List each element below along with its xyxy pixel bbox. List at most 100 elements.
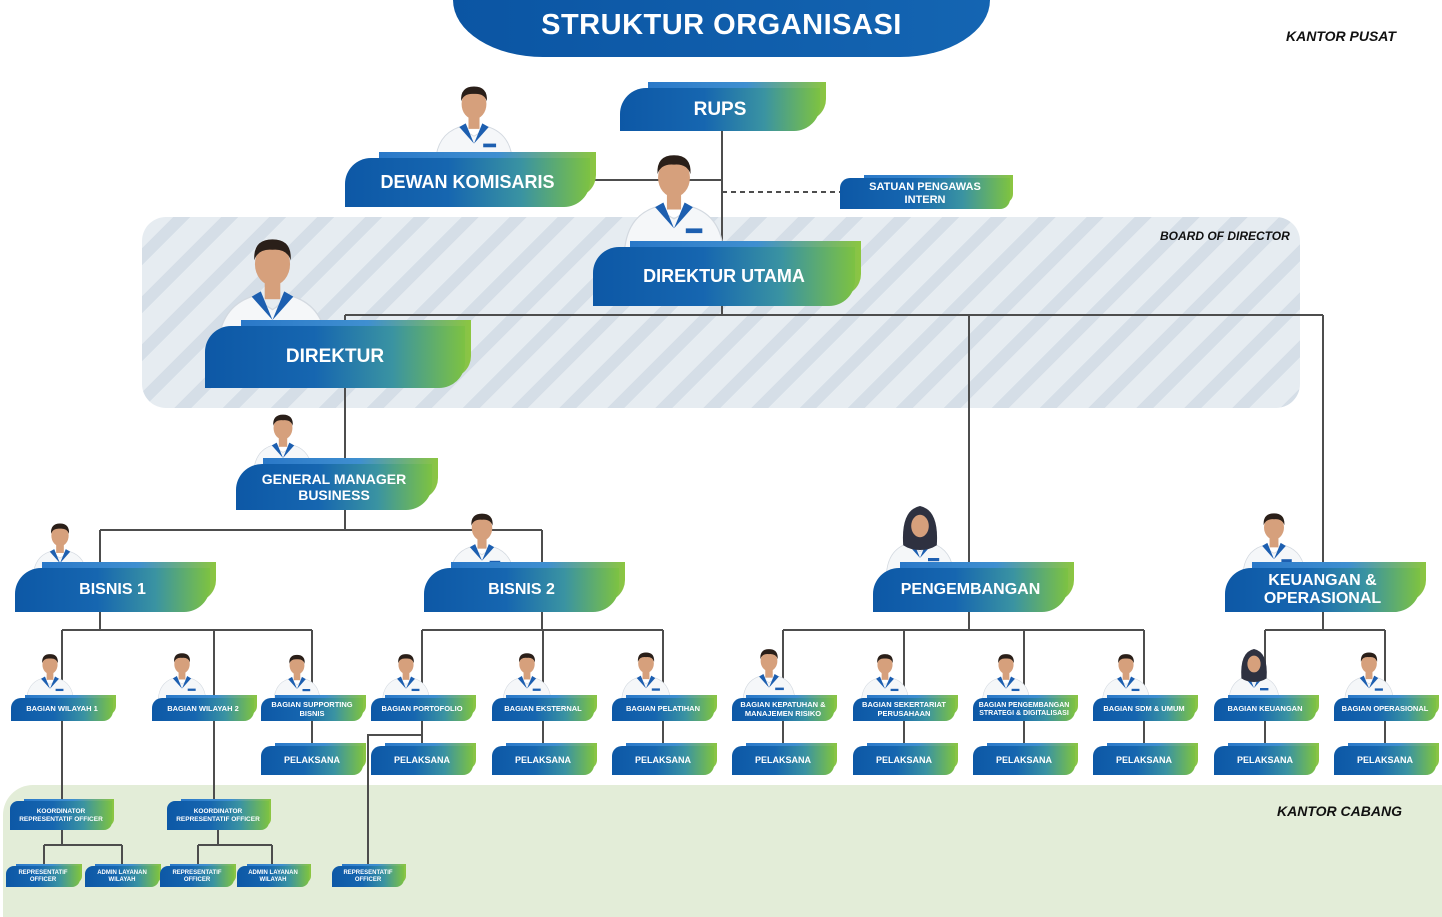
line-bisnis1-units (61, 610, 313, 700)
tag-koordinator-representatif-officer: KOORDINATOR REPRESENTATIF OFFICER (167, 799, 271, 830)
tag-label: PELAKSANA (514, 754, 571, 765)
tag-direktur-utama: DIREKTUR UTAMA (593, 241, 861, 306)
person-photo-dewan-komisaris (425, 70, 523, 162)
tag-pelaksana: PELAKSANA (492, 743, 597, 775)
tag-pelaksana: PELAKSANA (371, 743, 476, 775)
person-photo-bagian-pengembangan-strategi (978, 636, 1034, 700)
tag-general-manager-business: GENERAL MANAGER BUSINESS (236, 458, 438, 510)
tag-pelaksana: PELAKSANA (973, 743, 1078, 775)
tag-koordinator-representatif-officer: KOORDINATOR REPRESENTATIF OFFICER (10, 799, 114, 830)
tag-dewan-komisaris: DEWAN KOMISARIS (345, 152, 596, 207)
tag-admin-layanan-wilayah: ADMIN LAYANAN WILAYAH (85, 864, 161, 887)
tag-bagian-supporting-bisnis: BAGIAN SUPPORTING BISNIS (261, 695, 366, 721)
tag-pelaksana: PELAKSANA (1093, 743, 1198, 775)
tag-bagian-eksternal: BAGIAN EKSTERNAL (492, 695, 597, 721)
tag-label: REPRESENTATIF OFFICER (172, 869, 222, 883)
tag-label: PELAKSANA (995, 754, 1052, 765)
tag-pelaksana: PELAKSANA (261, 743, 366, 775)
tag-label: PENGEMBANGAN (900, 580, 1041, 598)
tag-label: SATUAN PENGAWAS INTERN (869, 181, 981, 206)
person-photo-bagian-keuangan (1224, 640, 1284, 700)
kantor-cabang-label: KANTOR CABANG (1277, 803, 1402, 819)
tag-label: BAGIAN PENGEMBANGAN STRATEGI & DIGITALIS… (978, 701, 1070, 717)
tag-label: BAGIAN KEUANGAN (1227, 704, 1303, 714)
person-photo-bagian-sdm-umum (1098, 640, 1154, 700)
tag-label: DIREKTUR (285, 346, 385, 368)
tag-bagian-sekertariat-perusahaan: BAGIAN SEKERTARIAT PERUSAHAAN (853, 695, 958, 721)
tag-label: ADMIN LAYANAN WILAYAH (97, 869, 147, 883)
tag-pelaksana: PELAKSANA (1214, 743, 1319, 775)
person-photo-bagian-wilayah-2 (152, 643, 212, 700)
tag-label: PELAKSANA (875, 754, 932, 765)
tag-label: PELAKSANA (634, 754, 691, 765)
tag-label: KOORDINATOR REPRESENTATIF OFFICER (176, 808, 260, 823)
tag-label: KOORDINATOR REPRESENTATIF OFFICER (19, 808, 103, 823)
tag-label: BAGIAN PELATIHAN (625, 704, 701, 714)
tag-label: BISNIS 1 (79, 580, 146, 598)
tag-label: BAGIAN WILAYAH 2 (167, 704, 239, 714)
person-photo-bagian-kepatuhan (738, 638, 800, 700)
person-photo-direktur-utama (610, 134, 738, 252)
tag-label: PELAKSANA (1115, 754, 1172, 765)
tag-label: PELAKSANA (754, 754, 811, 765)
tag-representatif-officer: REPRESENTATIF OFFICER (332, 864, 406, 887)
line-bisnis2-units (421, 610, 664, 700)
tag-rups: RUPS (620, 82, 826, 131)
line-wilayah-koordinator (61, 718, 215, 803)
line-koordinator2-children (197, 828, 273, 868)
tag-admin-layanan-wilayah: ADMIN LAYANAN WILAYAH (237, 864, 311, 887)
tag-label: BAGIAN SEKERTARIAT PERUSAHAAN (862, 700, 946, 718)
tag-label: DIREKTUR UTAMA (643, 266, 805, 287)
tag-bagian-kepatuhan-manajemen-risiko: BAGIAN KEPATUHAN & MANAJEMEN RISIKO (732, 695, 837, 721)
line-pengembangan-units (782, 610, 1145, 700)
tag-label: REPRESENTATIF OFFICER (18, 869, 68, 883)
person-photo-bagian-operasional (1340, 636, 1398, 700)
tag-label: ADMIN LAYANAN WILAYAH (248, 869, 298, 883)
tag-pelaksana: PELAKSANA (612, 743, 717, 775)
tag-representatif-officer: REPRESENTATIF OFFICER (6, 864, 82, 887)
board-of-director-label: BOARD OF DIRECTOR (1160, 229, 1290, 243)
tag-pelaksana: PELAKSANA (853, 743, 958, 775)
tag-label: BAGIAN SDM & UMUM (1103, 704, 1185, 714)
tag-label: PELAKSANA (393, 754, 450, 765)
tag-bagian-pengembangan-strategi: BAGIAN PENGEMBANGAN STRATEGI & DIGITALIS… (973, 695, 1078, 721)
tag-label: KEUANGAN & OPERASIONAL (1263, 571, 1382, 607)
tag-label: GENERAL MANAGER BUSINESS (261, 470, 407, 503)
person-photo-bagian-wilayah-1 (22, 643, 78, 700)
tag-bagian-operasional: BAGIAN OPERASIONAL (1334, 695, 1439, 721)
tag-label: REPRESENTATIF OFFICER (343, 869, 393, 883)
tag-satuan-pengawas-intern: SATUAN PENGAWAS INTERN (840, 175, 1013, 209)
line-keuangan-units (1264, 610, 1386, 700)
tag-bagian-keuangan: BAGIAN KEUANGAN (1214, 695, 1319, 721)
tag-bagian-portofolio: BAGIAN PORTOFOLIO (371, 695, 476, 721)
tag-label: BAGIAN SUPPORTING BISNIS (271, 700, 353, 718)
tag-pengembangan: PENGEMBANGAN (873, 562, 1074, 612)
person-photo-bagian-pelatihan (617, 640, 675, 700)
tag-bisnis-1: BISNIS 1 (15, 562, 216, 612)
tag-label: PELAKSANA (1236, 754, 1293, 765)
kantor-pusat-label: KANTOR PUSAT (1286, 28, 1396, 44)
title-banner: STRUKTUR ORGANISASI (453, 0, 990, 57)
tag-label: PELAKSANA (283, 754, 340, 765)
tag-pelaksana: PELAKSANA (732, 743, 837, 775)
tag-bagian-sdm-umum: BAGIAN SDM & UMUM (1093, 695, 1198, 721)
tag-label: BAGIAN EKSTERNAL (504, 704, 582, 714)
person-photo-bagian-supporting-bisnis (268, 645, 326, 700)
tag-label: BISNIS 2 (488, 580, 555, 598)
person-photo-bagian-portofolio (378, 643, 434, 700)
line-gm-bisnis (99, 505, 543, 570)
tag-label: BAGIAN WILAYAH 1 (26, 704, 98, 714)
person-photo-bagian-eksternal (498, 643, 556, 700)
tag-bagian-wilayah-2: BAGIAN WILAYAH 2 (152, 695, 257, 721)
tag-label: PELAKSANA (1356, 754, 1413, 765)
tag-direktur: DIREKTUR (205, 320, 471, 388)
tag-bagian-pelatihan: BAGIAN PELATIHAN (612, 695, 717, 721)
tag-label: DEWAN KOMISARIS (380, 172, 555, 193)
tag-bagian-wilayah-1: BAGIAN WILAYAH 1 (11, 695, 116, 721)
tag-pelaksana: PELAKSANA (1334, 743, 1439, 775)
tag-label: BAGIAN OPERASIONAL (1341, 704, 1429, 714)
line-portofolio-representatif (367, 720, 423, 868)
tag-keuangan-operasional: KEUANGAN & OPERASIONAL (1225, 562, 1426, 612)
person-photo-bagian-sekertariat (857, 640, 913, 700)
